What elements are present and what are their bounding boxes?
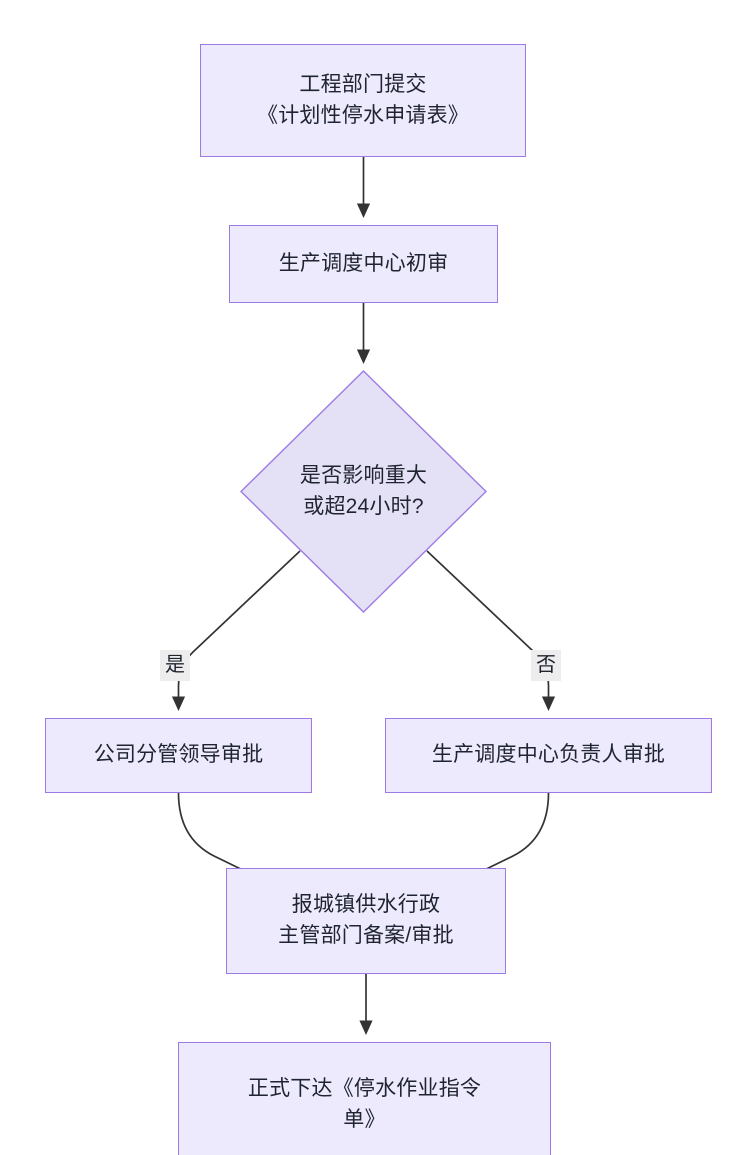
node-submit-application[interactable]: 工程部门提交 《计划性停水申请表》 <box>200 44 526 157</box>
edge-label-no: 否 <box>531 650 561 681</box>
node-dispatch-center-head-approval-label: 生产调度中心负责人审批 <box>431 743 666 767</box>
node-decision-impact-duration[interactable]: 是否影响重大 或超24小时? <box>240 370 487 613</box>
node-decision-impact-duration-label: 是否影响重大 或超24小时? <box>299 463 428 518</box>
node-submit-application-label: 工程部门提交 《计划性停水申请表》 <box>257 72 469 127</box>
diamond-shape-icon <box>240 370 487 613</box>
node-initial-review[interactable]: 生产调度中心初审 <box>229 225 498 303</box>
node-company-leader-approval[interactable]: 公司分管领导审批 <box>45 718 312 793</box>
node-report-to-authority-label: 报城镇供水行政 主管部门备案/审批 <box>278 893 454 947</box>
node-issue-shutdown-order-label: 正式下达《停水作业指令 单》 <box>247 1076 482 1131</box>
node-company-leader-approval-label: 公司分管领导审批 <box>93 743 264 767</box>
node-initial-review-label: 生产调度中心初审 <box>278 251 449 275</box>
node-issue-shutdown-order[interactable]: 正式下达《停水作业指令 单》 <box>178 1042 551 1155</box>
node-dispatch-center-head-approval[interactable]: 生产调度中心负责人审批 <box>385 718 712 793</box>
node-report-to-authority[interactable]: 报城镇供水行政 主管部门备案/审批 <box>226 868 506 974</box>
edge-label-yes: 是 <box>160 650 190 681</box>
